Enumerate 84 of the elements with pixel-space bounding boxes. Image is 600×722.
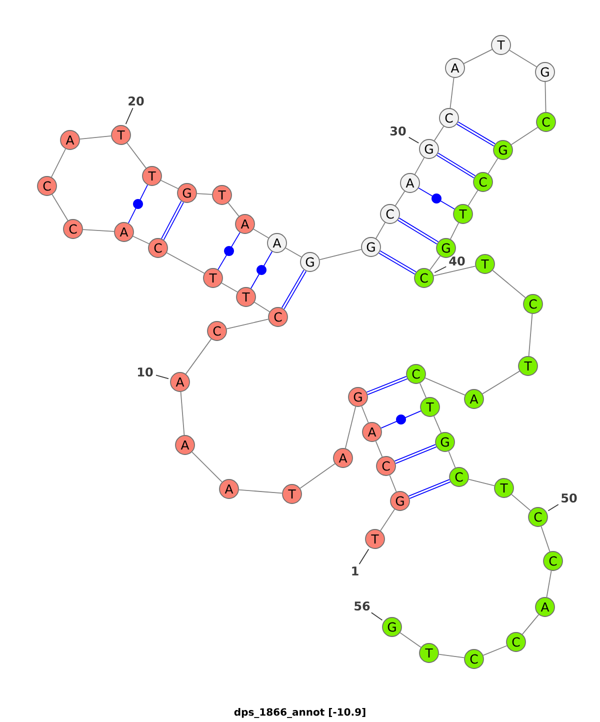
backbone-line	[468, 190, 478, 206]
backbone-line	[300, 463, 336, 489]
backbone-line	[468, 478, 495, 486]
backbone-line	[509, 50, 537, 68]
backbone-line	[180, 391, 185, 436]
leader-line	[370, 612, 383, 621]
base-pair-line	[394, 444, 436, 464]
backbone-line	[238, 489, 283, 494]
backbone-line	[510, 126, 538, 146]
backbone-line	[52, 194, 68, 221]
backbone-line	[450, 77, 454, 109]
backbone-line	[492, 270, 526, 298]
backbone-line	[319, 248, 362, 260]
backbone-line	[254, 302, 270, 312]
backbone-line	[253, 228, 269, 238]
backbone-line	[482, 645, 508, 656]
backbone-line	[433, 416, 442, 434]
backbone-line	[414, 157, 425, 175]
backbone-line	[196, 193, 213, 195]
position-number: 50	[562, 493, 577, 503]
position-number: 40	[449, 256, 465, 266]
backbone-line	[361, 406, 369, 424]
backbone-line	[160, 180, 178, 190]
backbone-line	[511, 494, 531, 511]
base-pair-line	[380, 410, 422, 429]
position-number: 20	[128, 96, 144, 106]
backbone-line	[376, 222, 386, 239]
base-pair-line	[408, 479, 450, 499]
base-pair-line	[161, 200, 184, 240]
backbone-line	[126, 142, 146, 169]
backbone-line	[226, 318, 269, 330]
base-pair-line	[456, 122, 496, 146]
base-pair-line	[418, 188, 455, 210]
backbone-line	[544, 82, 546, 112]
position-number: 30	[390, 126, 406, 136]
backbone-line	[79, 136, 112, 140]
base-pair-line	[436, 152, 476, 178]
base-pair-line	[128, 184, 148, 224]
base-pair-line	[282, 270, 307, 310]
base-pair-line	[398, 218, 438, 244]
backbone-line	[285, 248, 302, 258]
backbone-line	[429, 256, 441, 270]
backbone-line	[482, 370, 520, 394]
leader-line	[125, 108, 134, 125]
base-pair-line	[378, 250, 416, 274]
backbone-line	[528, 313, 533, 357]
backbone-line	[434, 126, 444, 142]
base-pair-line	[218, 232, 240, 270]
leader-line	[156, 374, 169, 380]
backbone-line	[185, 338, 212, 374]
backbone-line	[51, 148, 66, 178]
leader-line	[548, 504, 559, 512]
backbone-line	[450, 222, 459, 240]
leader-line	[358, 548, 370, 565]
backbone-line	[192, 452, 222, 482]
backbone-line	[463, 49, 493, 64]
position-number: 56	[354, 601, 370, 611]
base-pair-line	[250, 251, 272, 289]
leader-line	[408, 136, 420, 144]
backbone-line	[438, 654, 465, 658]
backbone-line	[488, 158, 498, 174]
backbone-line	[228, 202, 240, 217]
backbone-line	[221, 282, 238, 292]
backbone-line	[380, 508, 395, 532]
backbone-line	[400, 632, 422, 648]
leader-line	[434, 266, 447, 273]
base-pair-line	[366, 376, 408, 395]
backbone-line	[166, 252, 205, 274]
backbone-line	[546, 570, 552, 598]
backbone-line	[394, 190, 406, 206]
backbone-line	[82, 229, 115, 232]
backbone-line	[433, 266, 476, 276]
caption: dps_1866_annot [-10.9]	[234, 708, 366, 718]
backbone-line	[419, 382, 427, 398]
backbone-line	[448, 450, 456, 468]
backbone-line	[389, 474, 397, 492]
backbone-line	[375, 440, 383, 458]
backbone-line	[424, 378, 466, 396]
backbone-line	[522, 614, 540, 635]
backbone-line	[540, 526, 550, 552]
backbone-line	[344, 406, 356, 449]
position-number: 10	[138, 367, 153, 377]
position-number: 1	[352, 566, 358, 576]
backbone-line	[132, 236, 150, 244]
